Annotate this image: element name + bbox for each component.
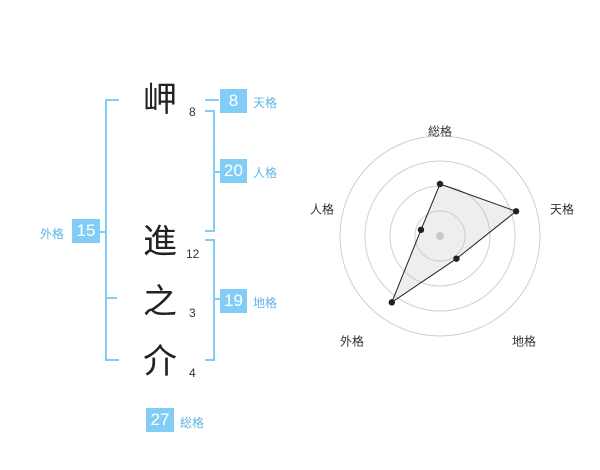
radar-axis-label-4: 外格 <box>340 334 364 349</box>
soukaku-label: 総格 <box>180 416 205 430</box>
jinkaku-label: 人格 <box>253 166 278 180</box>
soukaku-value: 27 <box>146 408 174 432</box>
tenkaku-value: 8 <box>220 89 247 113</box>
chikaku-label: 地格 <box>253 296 278 310</box>
tenkaku-label: 天格 <box>253 96 278 110</box>
chikaku-bracket <box>205 239 215 361</box>
tenkaku-tick <box>205 99 219 101</box>
gaikaku-tick <box>105 297 117 299</box>
radar-point-1 <box>436 180 444 188</box>
chikaku-value: 19 <box>220 289 247 313</box>
radar-point-3 <box>453 255 460 262</box>
radar-axis-label-3: 地格 <box>512 334 536 349</box>
gaikaku-connector <box>100 231 106 233</box>
radar-axis-label-1: 総格 <box>428 124 452 139</box>
radar-point-4 <box>388 299 396 306</box>
gaikaku-label: 外格 <box>40 227 65 241</box>
radar-center-dot <box>436 232 444 240</box>
radar-axis-label-5: 人格 <box>310 202 334 217</box>
jinkaku-connector <box>214 171 220 173</box>
radar-ring-1 <box>414 210 466 262</box>
gaikaku-value: 15 <box>72 219 100 243</box>
radar-series-polygon <box>390 183 518 304</box>
radar-point-2 <box>512 208 520 215</box>
stroke-count-1: 8 <box>189 105 196 119</box>
stroke-count-4: 4 <box>189 366 196 380</box>
name-char-3: 之 <box>143 282 177 322</box>
gaikaku-bracket <box>105 99 119 361</box>
stroke-count-3: 3 <box>189 306 196 320</box>
radar-ring-3 <box>364 160 516 312</box>
jinkaku-value: 20 <box>220 159 247 183</box>
radar-point-5 <box>417 226 425 234</box>
stroke-count-2: 12 <box>186 247 200 261</box>
radar-axis-label-2: 天格 <box>550 202 574 217</box>
chikaku-connector <box>214 298 220 300</box>
name-char-4: 介 <box>143 342 177 382</box>
name-char-2: 進 <box>143 222 177 262</box>
name-char-1: 岬 <box>143 80 177 120</box>
